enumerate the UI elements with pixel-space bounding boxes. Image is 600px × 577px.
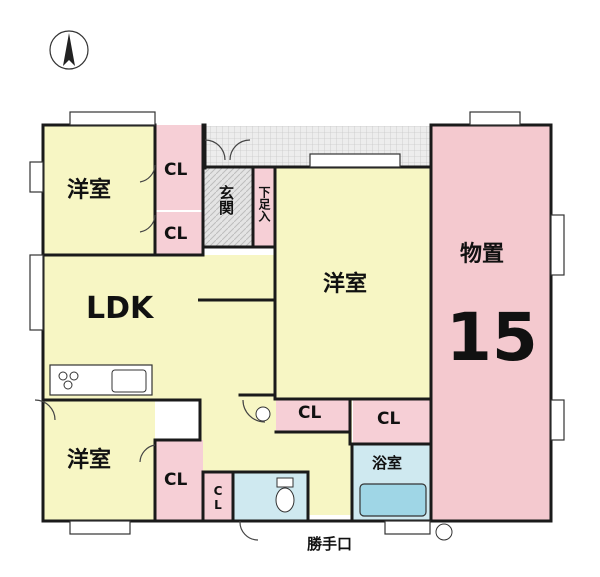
label-western-center: 洋室	[323, 272, 368, 297]
toilet-room	[233, 472, 308, 521]
compass-icon	[49, 30, 89, 70]
room-western-upper-left	[43, 125, 155, 255]
window-marks	[29, 111, 565, 535]
room-western-lower-left	[43, 400, 155, 521]
label-storage-number: 15	[446, 299, 538, 376]
label-shoe-storage: 下足入	[257, 186, 271, 222]
outdoor-drain-icon	[435, 523, 453, 541]
label-cl-small: CL	[211, 484, 225, 512]
closet-upper-2	[155, 212, 203, 255]
label-ldk: LDK	[86, 291, 154, 326]
label-cl-center-1: CL	[298, 403, 322, 423]
kitchen-counter	[49, 364, 153, 396]
door-swings	[34, 139, 266, 541]
label-cl-upper-1: CL	[164, 160, 188, 180]
closet-center-2	[353, 400, 430, 444]
label-bathroom: 浴室	[372, 454, 403, 472]
label-entrance: 玄関	[217, 185, 235, 215]
entrance-area	[203, 167, 253, 247]
bathtub-icon	[359, 483, 427, 517]
label-cl-upper-2: CL	[164, 224, 188, 244]
label-western-upper-left: 洋室	[67, 178, 112, 203]
closet-upper-1	[155, 125, 203, 210]
label-cl-lower: CL	[164, 470, 188, 490]
toilet-icon	[275, 477, 295, 513]
closet-center-1	[276, 400, 350, 432]
closet-small	[203, 472, 233, 521]
label-storage: 物置	[460, 242, 505, 267]
closet-lower	[155, 440, 203, 521]
label-western-lower-left: 洋室	[67, 448, 112, 473]
label-cl-center-2: CL	[377, 409, 401, 429]
room-western-center	[275, 167, 431, 399]
storage-room	[431, 125, 551, 521]
label-back-door: 勝手口	[307, 535, 353, 553]
shoe-storage-area	[253, 167, 275, 247]
washbasin-icon	[255, 406, 271, 422]
